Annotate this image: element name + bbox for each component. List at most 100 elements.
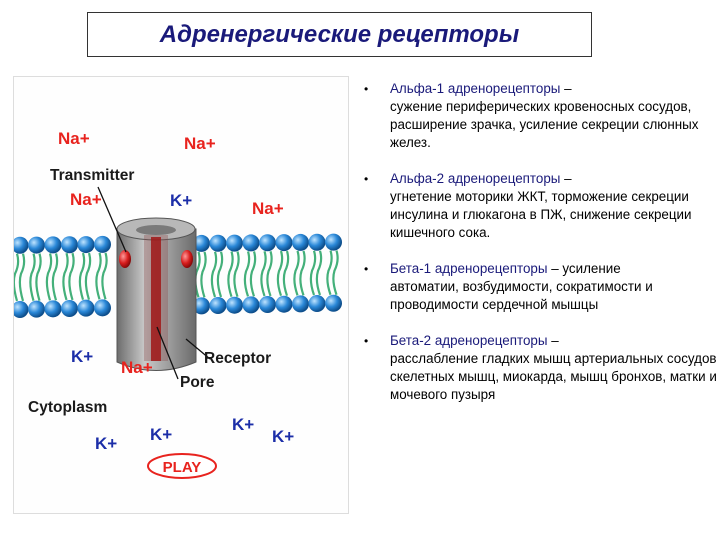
receptor-name: Альфа-2 адренорецепторы	[390, 171, 560, 186]
lipid-tail	[317, 251, 321, 295]
lipid-tail	[80, 253, 84, 300]
phospholipid-head	[210, 297, 227, 314]
title-box: Адренергические рецепторы	[87, 12, 592, 57]
ion-k: K+	[150, 425, 172, 444]
binding-site-left	[119, 250, 131, 268]
lipid-tail	[102, 253, 106, 299]
lipid-tail	[14, 254, 18, 301]
list-item: • Бета-2 адренорецепторы – расслабление …	[358, 332, 718, 404]
phospholipid-head	[14, 237, 29, 254]
slide-title: Адренергические рецепторы	[160, 21, 519, 49]
receptor-dash: – усиление	[547, 261, 620, 276]
phospholipid-head	[28, 301, 45, 318]
receptor-effect: сужение периферических кровеносных сосуд…	[390, 99, 698, 150]
bullet: •	[364, 170, 368, 188]
phospholipid-head	[45, 300, 62, 317]
lipid-tail	[63, 253, 67, 300]
lipid-tail	[86, 253, 90, 300]
pore-label: Pore	[180, 374, 215, 391]
receptor-dash: –	[560, 171, 571, 186]
membrane-figure: Na+ Na+ Na+ Na+ Na+ K+ K+ K+ K+ K+ K+ Tr…	[13, 76, 349, 514]
lipid-tail	[245, 251, 249, 296]
ion-na: Na+	[121, 358, 153, 377]
phospholipid-head	[94, 236, 111, 253]
ion-k: K+	[272, 427, 294, 446]
phospholipid-head	[259, 234, 276, 251]
lipid-tail	[201, 252, 205, 297]
cytoplasm-label: Cytoplasm	[28, 399, 107, 416]
ion-k: K+	[170, 191, 192, 210]
phospholipid-head	[94, 299, 111, 316]
receptor-effect: угнетение моторики ЖКТ, торможение секре…	[390, 189, 691, 240]
phospholipid-head	[243, 296, 260, 313]
lipid-tail	[218, 252, 222, 297]
receptor-name: Бета-2 адренорецепторы	[390, 333, 547, 348]
list-item: • Альфа-2 адренорецепторы – угнетение мо…	[358, 170, 718, 242]
lipid-tail	[234, 252, 238, 297]
phospholipid-head	[78, 236, 95, 253]
lipid-tail	[267, 251, 271, 296]
membrane-diagram: Na+ Na+ Na+ Na+ Na+ K+ K+ K+ K+ K+ K+ Tr…	[14, 77, 348, 513]
lipid-tail	[53, 253, 57, 300]
play-label: PLAY	[163, 459, 202, 476]
lipid-tail	[30, 254, 34, 301]
lipid-tail	[69, 253, 73, 300]
lipid-tail	[333, 251, 337, 295]
lipid-tail	[228, 252, 232, 297]
phospholipid-head	[210, 235, 227, 252]
ion-na: Na+	[184, 134, 216, 153]
ion-k: K+	[71, 347, 93, 366]
phospholipid-head	[292, 295, 309, 312]
receptor-list: • Альфа-1 адренорецепторы – сужение пери…	[358, 80, 718, 422]
phospholipid-head	[309, 295, 326, 312]
lipid-tail	[278, 251, 282, 296]
list-item: • Альфа-1 адренорецепторы – сужение пери…	[358, 80, 718, 152]
receptor-dash: –	[560, 81, 571, 96]
phospholipid-head	[61, 300, 78, 317]
lipid-tail	[36, 254, 40, 301]
pore-channel	[151, 237, 161, 361]
receptor-name: Бета-1 адренорецепторы	[390, 261, 547, 276]
receptor-label: Receptor	[204, 350, 271, 367]
phospholipid-head	[325, 234, 342, 251]
lipid-tail	[261, 251, 265, 296]
phospholipid-head	[226, 235, 243, 252]
phospholipid-head	[78, 300, 95, 317]
receptor-dash: –	[547, 333, 558, 348]
phospholipid-head	[309, 234, 326, 251]
ion-na: Na+	[58, 129, 90, 148]
lipid-tail	[96, 253, 100, 299]
phospholipid-head	[276, 296, 293, 313]
receptor-effect: автоматии, возбудимости, сократимости и …	[390, 279, 653, 312]
bullet: •	[364, 80, 368, 98]
ion-na: Na+	[252, 199, 284, 218]
phospholipid-head	[243, 234, 260, 251]
phospholipid-head	[292, 234, 309, 251]
ion-k: K+	[232, 415, 254, 434]
lipid-tail	[212, 252, 216, 297]
lipid-tail	[20, 254, 24, 301]
phospholipid-head	[28, 237, 45, 254]
binding-site-right	[181, 250, 193, 268]
phospholipid-head	[259, 296, 276, 313]
receptor-name: Альфа-1 адренорецепторы	[390, 81, 560, 96]
phospholipid-head	[325, 295, 342, 312]
bullet: •	[364, 260, 368, 278]
phospholipid-head	[276, 234, 293, 251]
lipid-tail	[311, 251, 315, 295]
lipid-tail	[47, 253, 51, 300]
phospholipid-head	[45, 236, 62, 253]
lipid-tail	[284, 251, 288, 296]
ion-na: Na+	[70, 190, 102, 209]
lipid-tail	[294, 251, 298, 295]
phospholipid-head	[226, 297, 243, 314]
lipid-tail	[327, 251, 331, 295]
phospholipid-head	[14, 301, 29, 318]
ion-k: K+	[95, 434, 117, 453]
bullet: •	[364, 332, 368, 350]
receptor-channel	[117, 218, 196, 371]
lipid-tail	[300, 251, 304, 295]
transmitter-label: Transmitter	[50, 167, 134, 184]
phospholipid-head	[61, 236, 78, 253]
play-button[interactable]: PLAY	[148, 454, 216, 478]
